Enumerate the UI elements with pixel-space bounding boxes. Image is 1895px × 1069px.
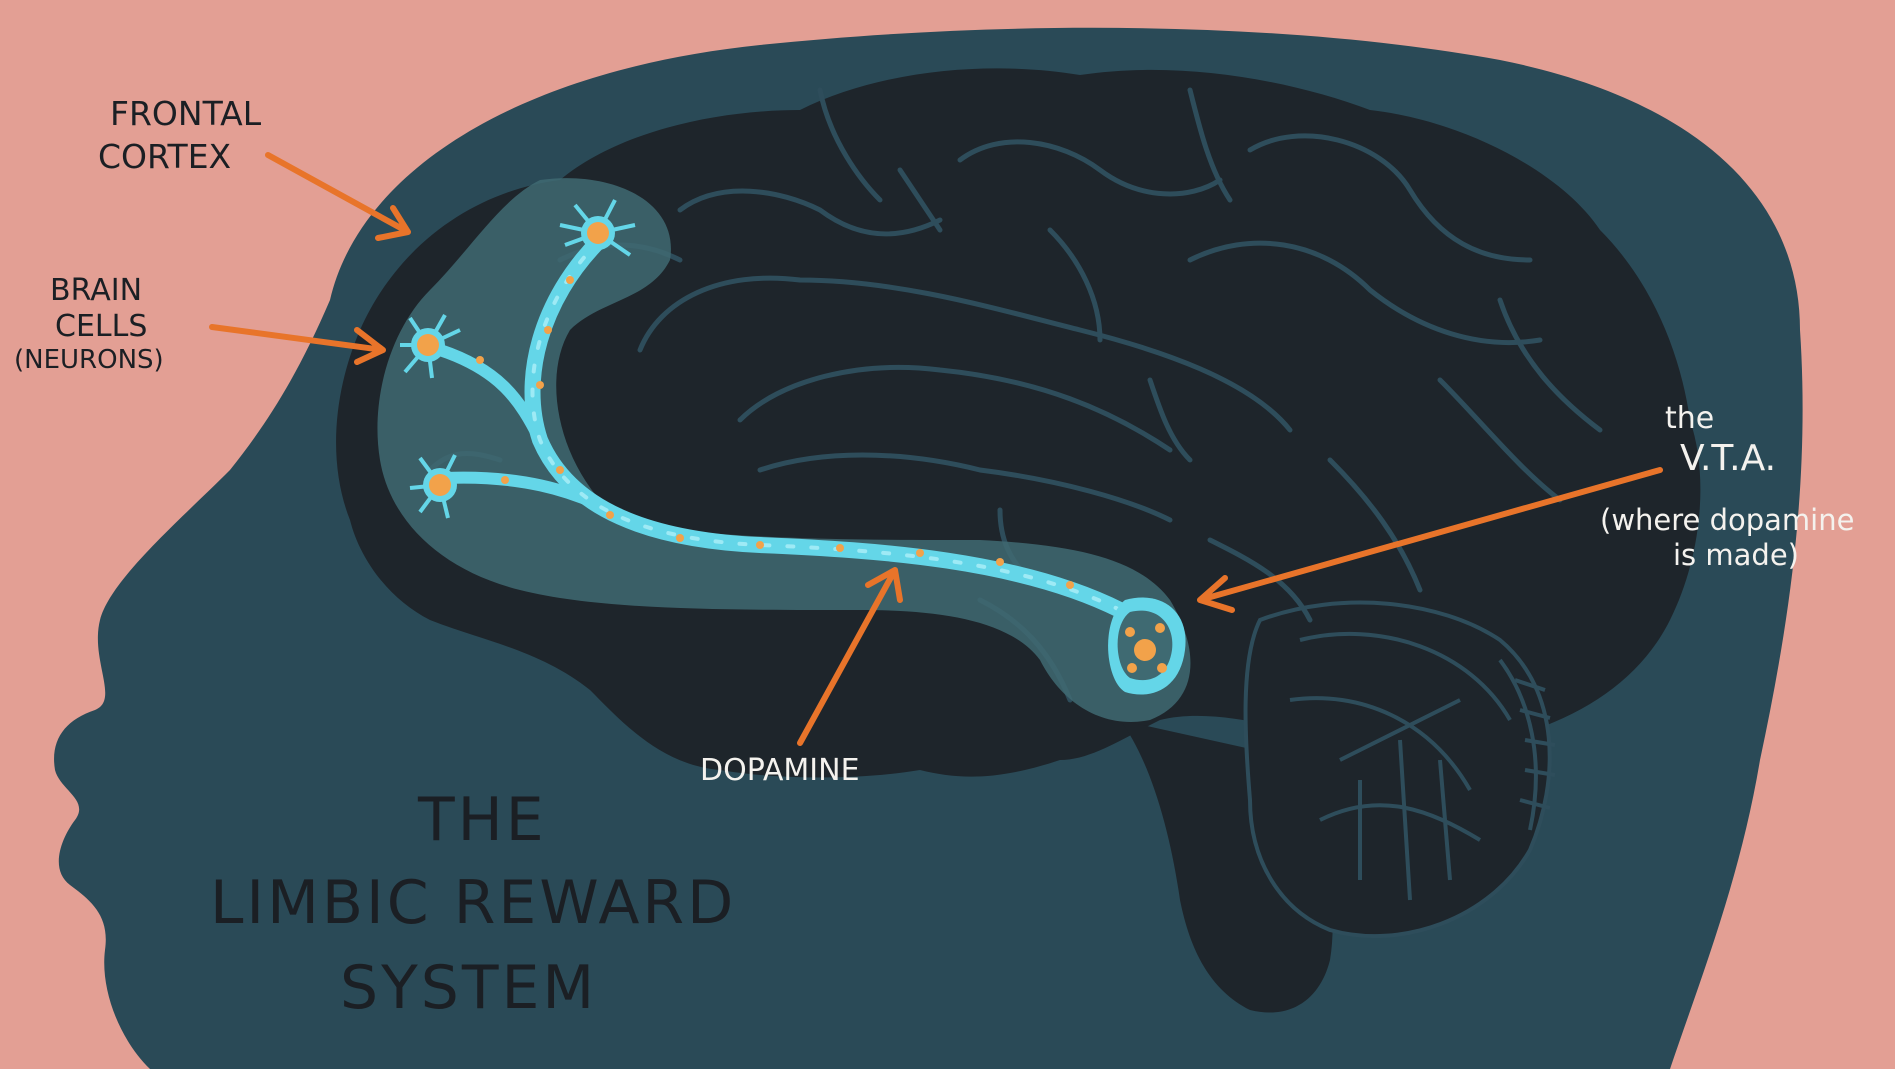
- label-brain-cells-line1: BRAIN: [50, 273, 142, 308]
- label-dopamine: DOPAMINE: [700, 753, 860, 788]
- label-brain-cells-line3: (NEURONS): [14, 345, 164, 375]
- label-vta-the: the: [1665, 401, 1714, 436]
- label-vta-note-line2: is made): [1673, 538, 1799, 572]
- label-frontal-line1: FRONTAL: [110, 94, 262, 133]
- cerebellum: [1246, 603, 1550, 937]
- title-line2: LIMBIC REWARD: [210, 868, 736, 938]
- label-brain-cells-line2: CELLS: [55, 309, 147, 344]
- title-line1: THE: [417, 785, 547, 855]
- label-vta: V.T.A.: [1680, 438, 1776, 479]
- label-vta-note-line1: (where dopamine: [1600, 503, 1854, 537]
- title-line3: SYSTEM: [340, 953, 597, 1023]
- label-frontal-line2: CORTEX: [98, 137, 231, 176]
